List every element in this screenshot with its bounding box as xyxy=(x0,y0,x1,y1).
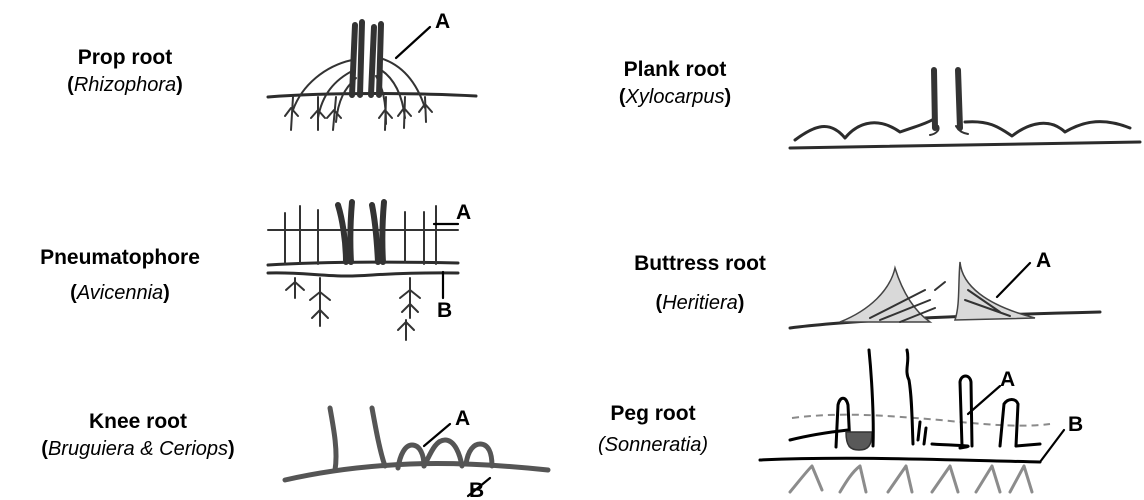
pneumatophore-sketch xyxy=(268,202,458,340)
knee-root-sketch xyxy=(285,408,548,496)
prop-root-sketch xyxy=(268,22,476,130)
peg-root-sketch xyxy=(760,350,1064,492)
buttress-root-sketch xyxy=(790,262,1100,328)
plank-root-sketch xyxy=(790,70,1140,148)
